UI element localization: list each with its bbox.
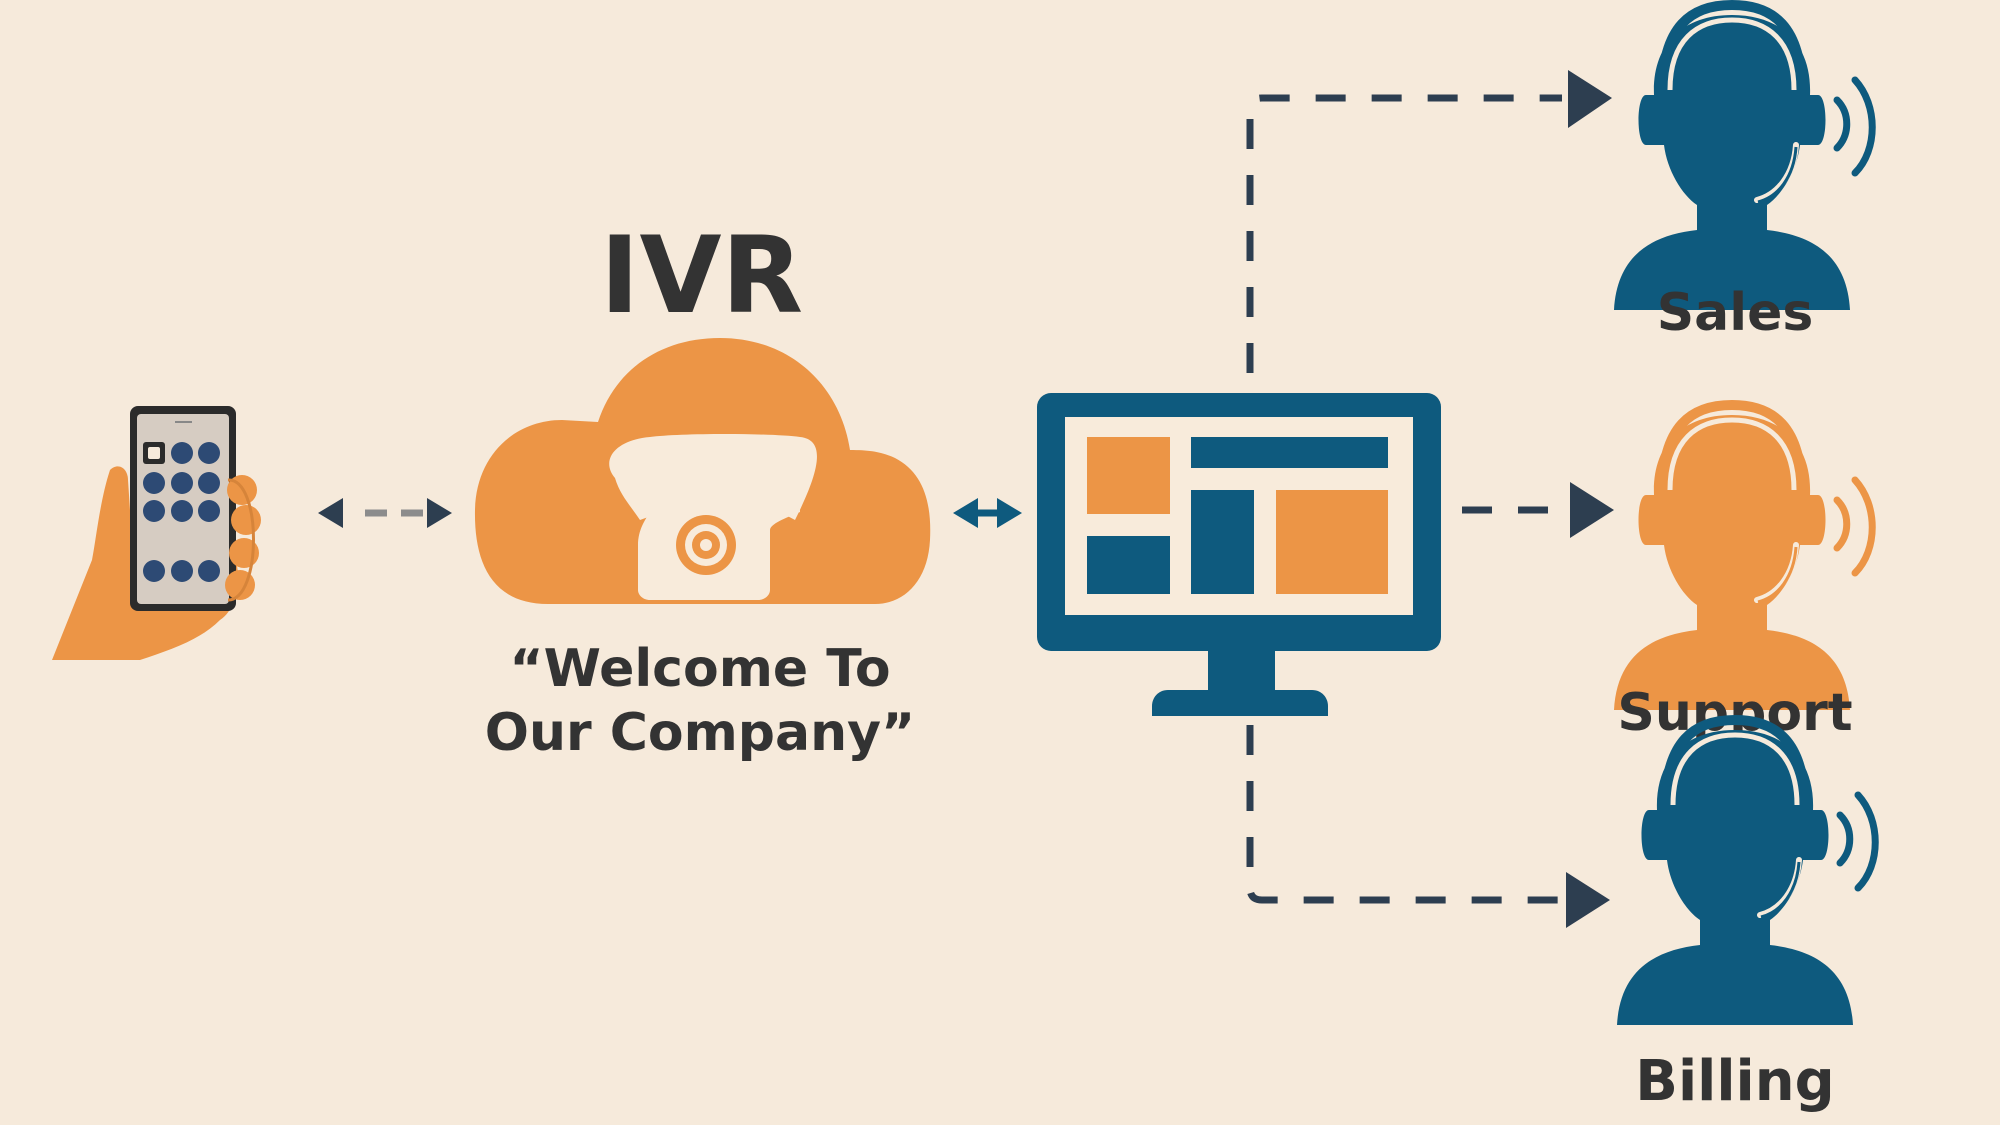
- arrow-to-sales: [1568, 70, 1612, 128]
- arrow-to-billing: [1566, 872, 1610, 928]
- arrow-to-support: [1570, 482, 1614, 538]
- ivr-router-link: [953, 498, 1022, 528]
- ivr-title: IVR: [600, 214, 803, 337]
- agent-headset-icon: [1617, 720, 1875, 1025]
- agent-sales: [1614, 5, 1872, 310]
- cloud-telephone-icon: [475, 338, 930, 604]
- billing-label: Billing: [1635, 1049, 1834, 1114]
- caller-ivr-link: [318, 498, 452, 528]
- agent-headset-icon: [1614, 405, 1872, 710]
- agent-billing: [1617, 720, 1875, 1025]
- computer-monitor-icon: [1037, 393, 1441, 716]
- agent-support: [1614, 405, 1872, 710]
- greeting-line-1: “Welcome To: [509, 639, 890, 699]
- hand-holding-phone-icon: [52, 406, 261, 660]
- agent-headset-icon: [1614, 5, 1872, 310]
- sales-label: Sales: [1657, 283, 1814, 343]
- greeting-line-2: Our Company”: [485, 703, 915, 763]
